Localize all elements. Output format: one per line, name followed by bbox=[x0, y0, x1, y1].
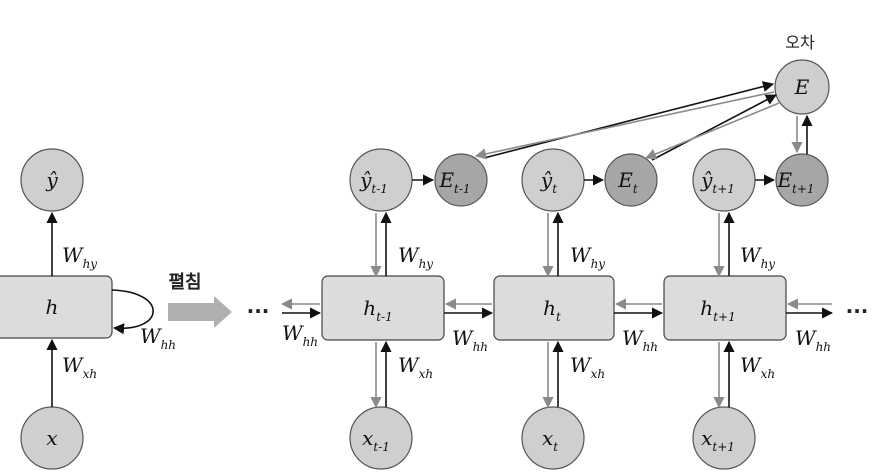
output-label-t-minus-1: ŷt-1 bbox=[359, 168, 388, 196]
w-hy-label-t-minus-1: Why bbox=[398, 243, 433, 271]
w-xh-label-t-plus-1: Wxh bbox=[740, 353, 775, 381]
w-hh-label-before-t: Whh bbox=[452, 326, 488, 354]
folded-hidden-label: h bbox=[46, 295, 59, 319]
step-t-minus-1: ŷt-1 Et-1 ht-1 xt-1 Why Wxh Whh bbox=[282, 148, 488, 470]
error-node-t-minus-1 bbox=[434, 153, 488, 207]
unfold-arrow bbox=[168, 296, 232, 328]
w-hy-label-t-plus-1: Why bbox=[740, 243, 775, 271]
folded-input-label: x bbox=[46, 426, 57, 450]
folded-output-label: ŷ bbox=[45, 168, 58, 192]
w-hh-label-after-t-plus-1: Whh bbox=[795, 326, 831, 354]
total-error-label: E bbox=[794, 75, 810, 99]
input-label-t-plus-1: xt+1 bbox=[701, 426, 735, 454]
hidden-label-t-plus-1: ht+1 bbox=[700, 296, 735, 324]
error-t-minus-1-to-total-arrow bbox=[483, 81, 775, 159]
unfolded-rnn: ··· ··· 오차 E ŷt-1 Et-1 ht-1 xt-1 Why Wxh… bbox=[247, 33, 869, 470]
w-hy-label-t: Why bbox=[570, 243, 605, 271]
folded-hidden-box bbox=[0, 275, 113, 339]
output-node-t bbox=[521, 148, 585, 212]
step-t-plus-1: ŷt+1 Et+1 ht+1 xt+1 Why Wxh Whh bbox=[622, 148, 829, 470]
left-ellipsis: ··· bbox=[247, 299, 270, 323]
error-node-t-plus-1 bbox=[775, 153, 829, 207]
w-hh-label-before-t-plus-1: Whh bbox=[622, 326, 658, 354]
hidden-box-t-minus-1 bbox=[321, 275, 445, 341]
error-aggregation-arrows bbox=[474, 81, 813, 161]
input-label-t: xt bbox=[542, 426, 558, 454]
error-t-to-total-arrow bbox=[651, 94, 777, 161]
right-ellipsis: ··· bbox=[846, 299, 869, 323]
unfold-indicator: 펼침 bbox=[168, 272, 232, 328]
unfold-label: 펼침 bbox=[168, 272, 201, 293]
folded-w-xh-label: Wxh bbox=[62, 353, 97, 381]
folded-w-hy-label: Why bbox=[62, 243, 97, 271]
total-to-error-t-grad-arrow bbox=[644, 102, 780, 160]
folded-output-node bbox=[20, 148, 84, 212]
hidden-box-t bbox=[493, 275, 615, 341]
folded-w-hh-label: Whh bbox=[140, 324, 176, 352]
error-label-t-plus-1: Et+1 bbox=[776, 168, 814, 196]
step-t: ŷt Et ht xt Why Wxh Whh bbox=[452, 148, 658, 470]
folded-recurrent-loop-arrow bbox=[111, 289, 154, 335]
error-node-t bbox=[604, 153, 658, 207]
total-error-node bbox=[774, 59, 830, 115]
input-node-t-minus-1 bbox=[349, 406, 413, 470]
folded-rnn: ŷ h x Why Wxh Whh bbox=[0, 148, 176, 470]
hidden-label-t: ht bbox=[543, 296, 561, 324]
error-label-t: Et bbox=[617, 168, 638, 196]
error-caption: 오차 bbox=[785, 33, 815, 52]
w-xh-label-t-minus-1: Wxh bbox=[398, 353, 433, 381]
output-label-t: ŷt bbox=[540, 168, 557, 196]
hidden-box-t-plus-1 bbox=[663, 275, 787, 341]
total-to-error-t-minus-1-grad-arrow bbox=[474, 91, 775, 160]
recurrent-arrows bbox=[280, 298, 834, 319]
output-label-t-plus-1: ŷt+1 bbox=[700, 168, 735, 196]
input-label-t-minus-1: xt-1 bbox=[362, 426, 390, 454]
w-hh-label-before-t-minus-1: Whh bbox=[282, 321, 318, 349]
error-label-t-minus-1: Et-1 bbox=[438, 168, 470, 196]
hidden-label-t-minus-1: ht-1 bbox=[363, 296, 392, 324]
w-xh-label-t: Wxh bbox=[570, 353, 605, 381]
